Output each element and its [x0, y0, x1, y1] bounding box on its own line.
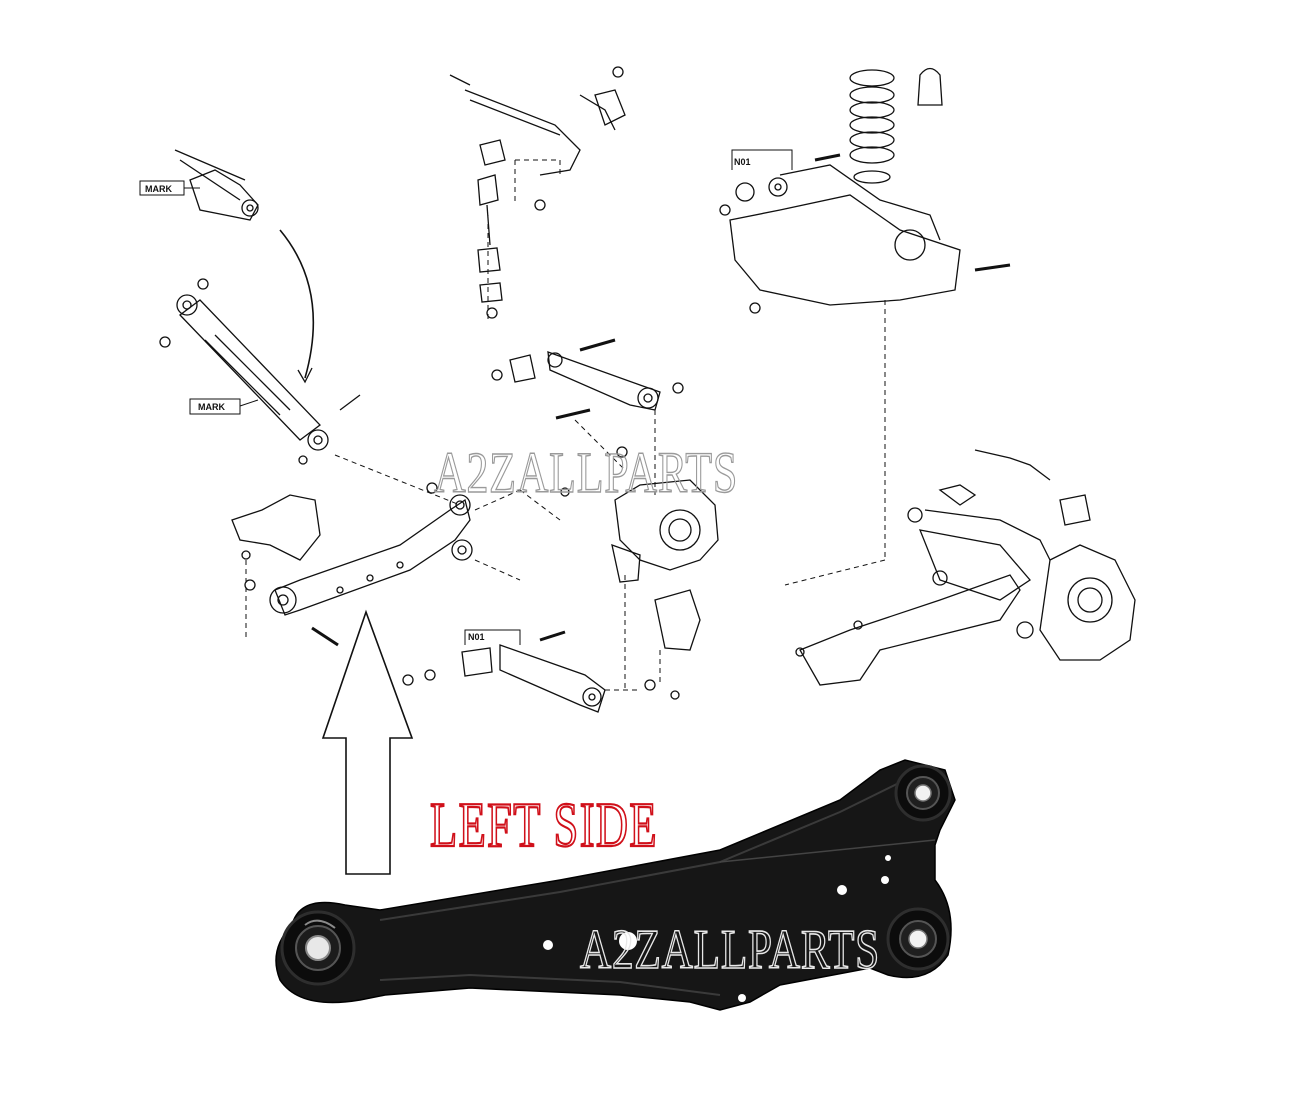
dashed-guides-stab: [487, 159, 561, 320]
n01-label-upper: N01: [734, 157, 751, 167]
n01-label-lower: N01: [468, 632, 485, 642]
mark-tag-shock: MARK: [189, 398, 259, 415]
n01-tag-lower: N01: [464, 629, 521, 645]
coil-spring-assembly: [719, 67, 1011, 314]
mark-tag-top: MARK: [139, 180, 200, 196]
watermark-top: A2ZALLPARTS: [433, 439, 738, 505]
trailing-arm-drawing: [231, 482, 473, 647]
dashed-guides-center: [519, 410, 661, 690]
shock-absorber-assembly: [159, 149, 361, 465]
mark-label-shock: MARK: [198, 402, 225, 412]
trailing-arm-photo: [275, 759, 956, 1011]
left-side-label: LEFT SIDE: [429, 788, 658, 861]
watermark-photo: A2ZALLPARTS: [579, 918, 880, 982]
dashed-guides-left: [245, 454, 521, 640]
n01-tag-upper: N01: [731, 149, 793, 170]
assembled-suspension-drawing: [795, 449, 1136, 686]
dashed-guides-right: [784, 300, 886, 586]
svg-text:A2ZALLPARTS: A2ZALLPARTS: [580, 919, 880, 981]
svg-text:A2ZALLPARTS: A2ZALLPARTS: [434, 440, 738, 505]
up-arrow: [321, 609, 414, 875]
lower-control-arm-drawing: [402, 630, 680, 713]
mark-label-top: MARK: [145, 184, 172, 194]
svg-text:LEFT SIDE: LEFT SIDE: [430, 789, 658, 860]
stabilizer-bar-drawing: [449, 66, 626, 319]
